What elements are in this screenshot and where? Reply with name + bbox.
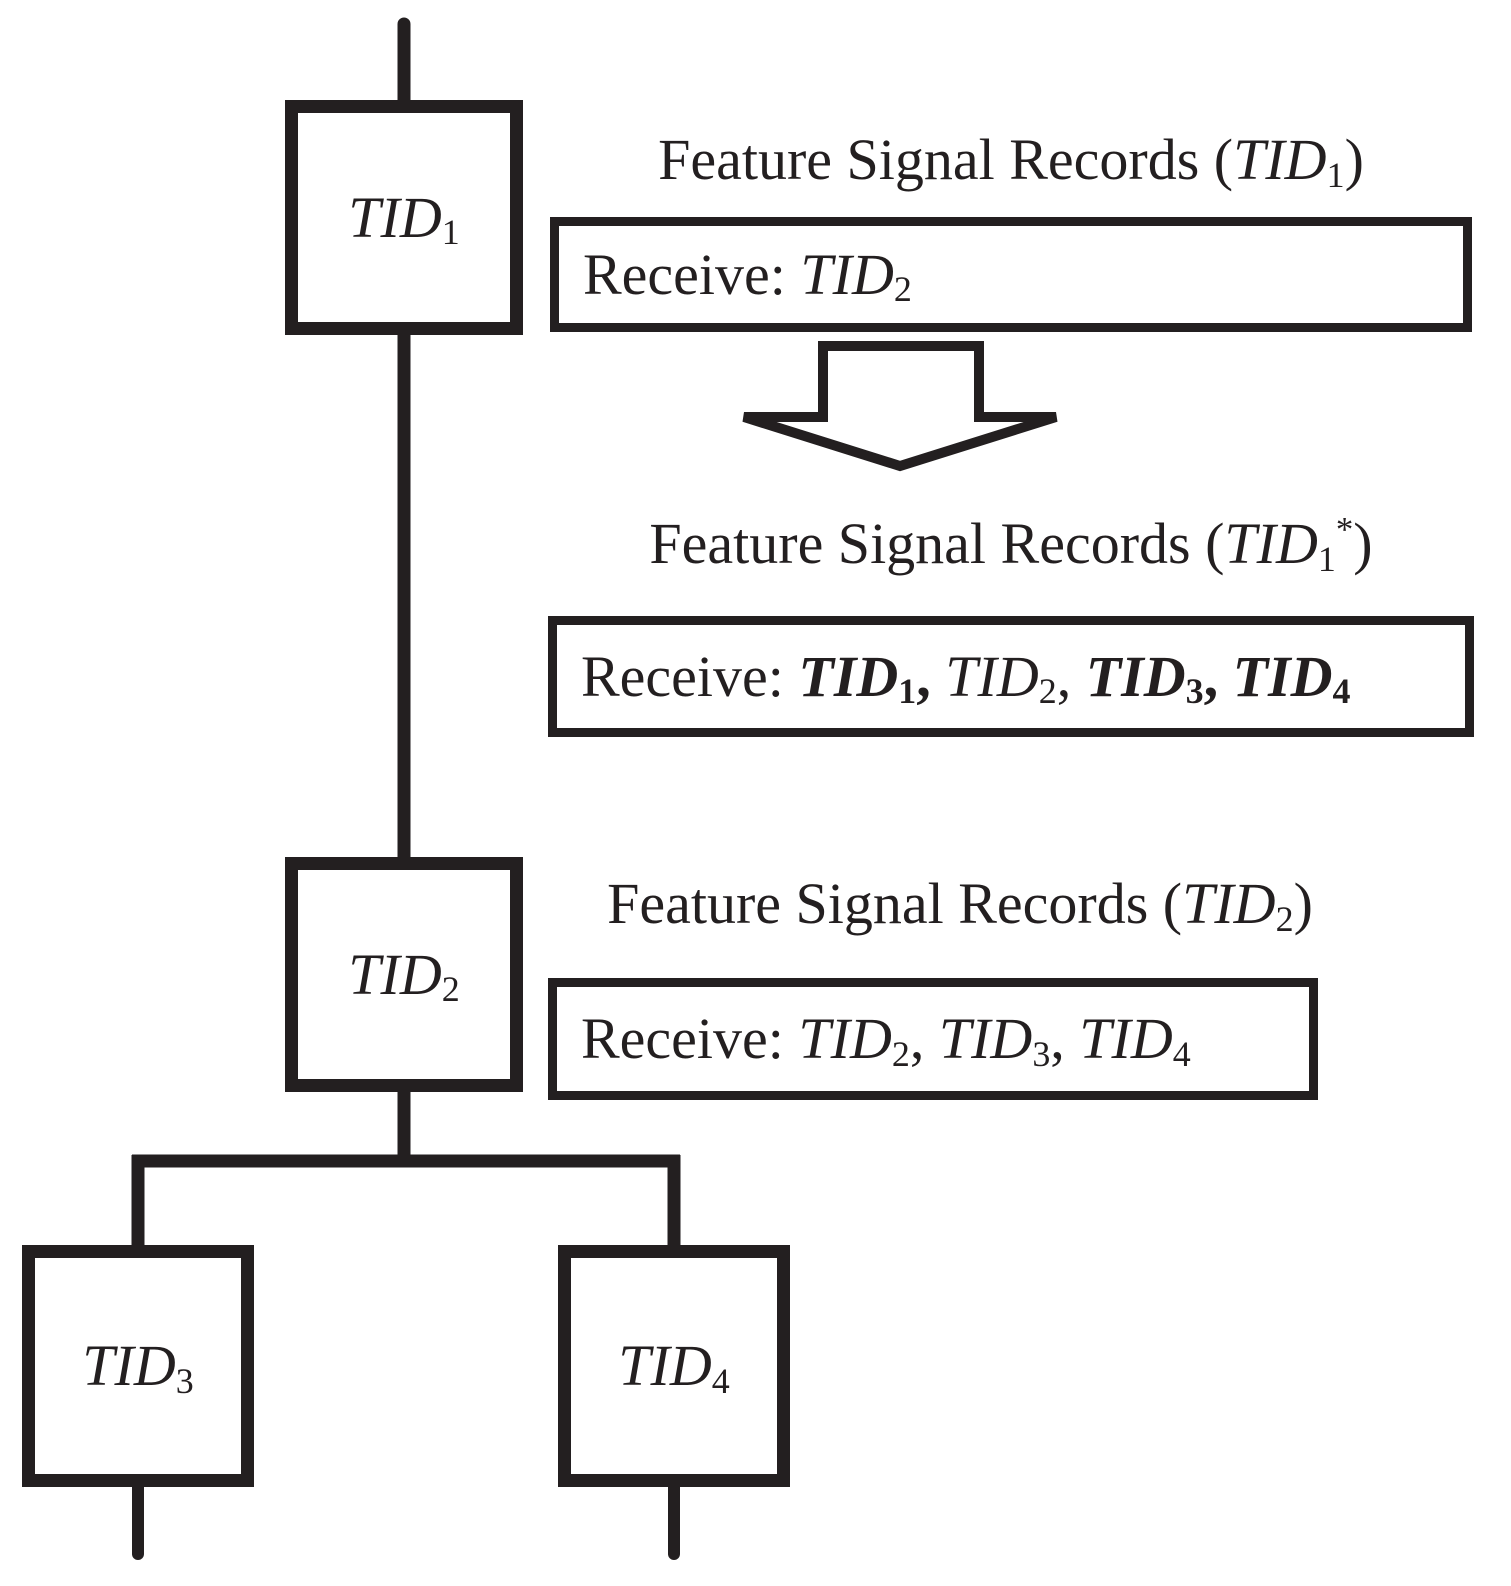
record-box-tid1: Receive: TID2	[550, 217, 1472, 332]
node-tid1: TID1	[285, 100, 523, 335]
record-title-tid2: Feature Signal Records (TID2)	[607, 871, 1313, 939]
node-tid3-label: TID3	[82, 1333, 194, 1401]
down-block-arrow-icon	[742, 341, 1058, 472]
node-tid3: TID3	[22, 1245, 254, 1487]
record-box-tid1-star-content: Receive: TID1, TID2, TID3, TID4	[581, 643, 1351, 712]
record-title-tid1-star: Feature Signal Records (TID1*)	[649, 510, 1373, 579]
node-tid1-label: TID1	[348, 184, 460, 253]
node-tid4: TID4	[558, 1245, 790, 1487]
node-tid2-label: TID2	[348, 941, 460, 1010]
node-tid4-label: TID4	[618, 1333, 730, 1401]
node-tid2: TID2	[285, 857, 523, 1092]
record-title-tid1: Feature Signal Records (TID1)	[658, 127, 1364, 195]
record-box-tid1-content: Receive: TID2	[583, 241, 912, 310]
record-box-tid1-star: Receive: TID1, TID2, TID3, TID4	[548, 616, 1474, 737]
record-box-tid2: Receive: TID2, TID3, TID4	[548, 978, 1318, 1100]
record-box-tid2-content: Receive: TID2, TID3, TID4	[581, 1006, 1191, 1074]
